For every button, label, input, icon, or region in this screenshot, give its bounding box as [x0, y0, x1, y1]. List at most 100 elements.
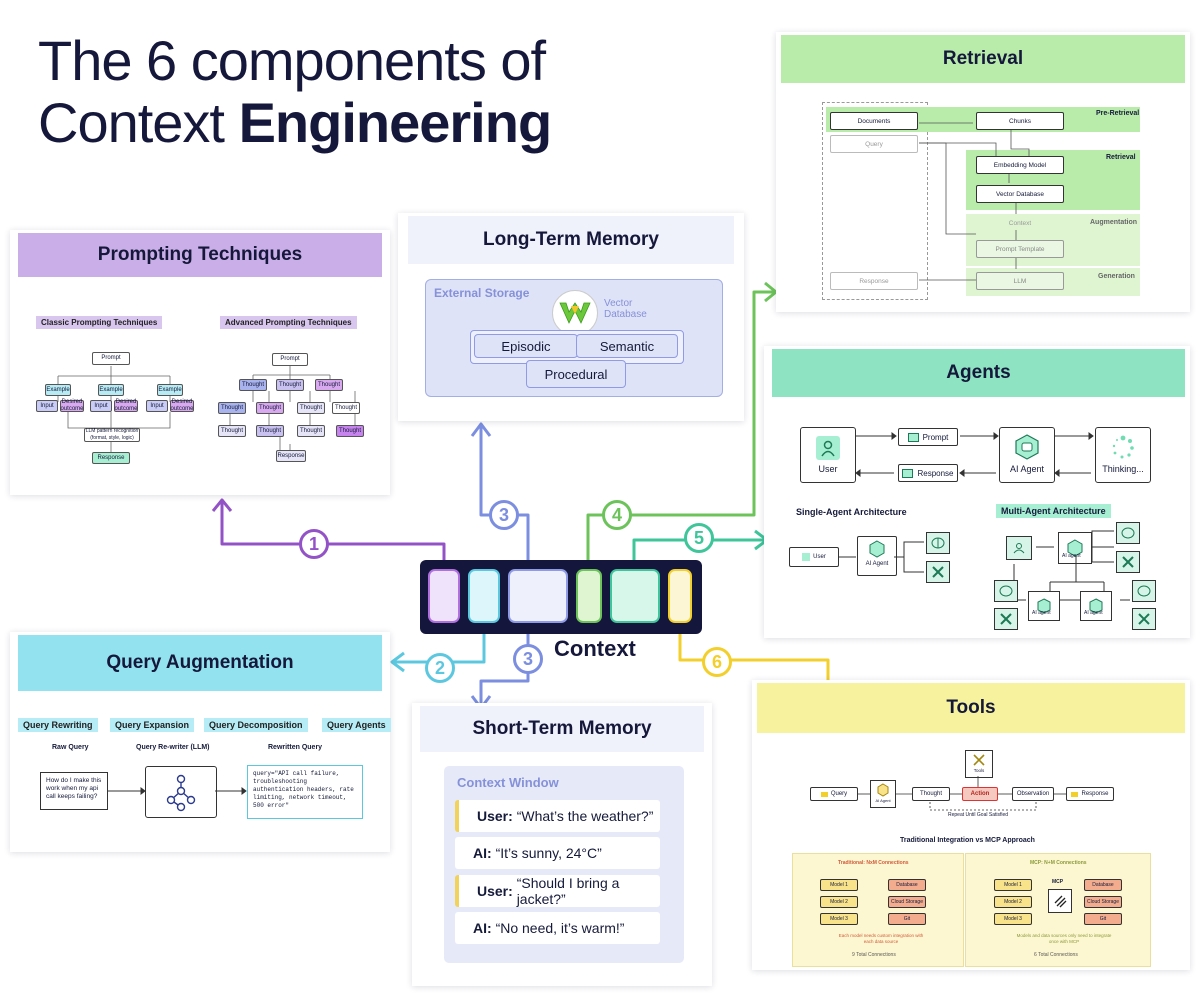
context-node: Context [976, 216, 1064, 231]
retrieval-header: Retrieval [781, 35, 1185, 83]
action-node: Action [962, 787, 998, 801]
mcp-git: Git [1084, 913, 1122, 925]
rewriter-box [145, 766, 217, 818]
classic-label: Classic Prompting Techniques [36, 316, 163, 329]
chat-message-2: AI: “It’s sunny, 24°C” [455, 837, 660, 869]
classic-output-1: Desired outcome [60, 399, 84, 412]
classic-input-2: Input [90, 400, 112, 412]
tools-agent-label: AI Agent [875, 798, 891, 803]
chat-text-2: “It’s sunny, 24°C” [495, 845, 602, 861]
chat-message-3: User: “Should I bring a jacket?” [455, 875, 660, 907]
repeat-label: Repeat Until Goal Satisfied [948, 812, 1009, 818]
title-line-1: The 6 components of [38, 29, 546, 92]
user-icon [816, 436, 840, 460]
prompt-template-label: Prompt Template [995, 245, 1045, 253]
chat-text-1: “What’s the weather?” [516, 808, 654, 824]
compare-title: Traditional Integration vs MCP Approach [900, 837, 1035, 844]
agents-prompt-node: Prompt [898, 428, 958, 446]
multi-brain-icon-1 [1116, 522, 1140, 544]
thought-4: Thought [218, 402, 246, 414]
response-node: Response [830, 272, 918, 290]
classic-output-2: Desired outcome [114, 399, 138, 412]
tag-query-rewriting: Query Rewriting [18, 718, 98, 732]
multi-brain-icon-2 [994, 580, 1018, 602]
tools-box-label: Tools [973, 768, 985, 773]
classic-llm-node: LLM pattern recognition (format, style, … [84, 428, 140, 442]
context-label: Context [552, 636, 638, 662]
single-agent-label: AI Agent [865, 561, 889, 567]
tools-header: Tools [757, 683, 1185, 733]
episodic-memory: Episodic [474, 334, 578, 358]
multi-agent-top-label: AI agent [1062, 553, 1081, 559]
multi-agent-title: Multi-Agent Architecture [996, 504, 1111, 518]
badge-2: 2 [425, 653, 455, 683]
chunks-label: Chunks [1008, 117, 1032, 125]
query-aug-card: Query Augmentation Query Rewriting Query… [10, 632, 391, 852]
title-word-regular: Context [38, 91, 225, 154]
vector-db-node: Vector Database [976, 185, 1064, 203]
trad-note: Each model needs custom integration with… [838, 933, 924, 944]
external-storage-label: External Storage [434, 286, 530, 300]
context-slot-agents [610, 569, 660, 623]
traditional-title: Traditional: NxM Connections [838, 860, 909, 866]
multi-tools-icon-2 [994, 608, 1018, 630]
long-term-header: Long-Term Memory [408, 216, 734, 264]
thought-7: Thought [332, 402, 360, 414]
message-icon [902, 468, 914, 478]
raw-query-box: How do I make this work when my api call… [40, 772, 108, 810]
trad-total: 9 Total Connections [852, 952, 896, 958]
multi-agent-left-icon [1028, 591, 1060, 621]
query-icon [820, 791, 828, 797]
agents-header: Agents [772, 349, 1185, 397]
agents-card: Agents User Prompt Response AI Agent Th [764, 346, 1190, 638]
stage-generation: Generation [1098, 273, 1135, 280]
documents-node: Documents [830, 112, 918, 130]
tag-query-decomposition: Query Decomposition [204, 718, 308, 732]
trad-database: Database [888, 879, 926, 891]
multi-tools-icon-1 [1116, 551, 1140, 573]
query-node: Query [830, 135, 918, 153]
classic-example-3: Example [157, 384, 183, 396]
tag-query-agents: Query Agents [322, 718, 391, 732]
tools-icon [926, 561, 950, 583]
tag-query-expansion: Query Expansion [110, 718, 195, 732]
agents-lines [839, 432, 1130, 601]
multi-agent-left-label: AI agent [1032, 610, 1051, 616]
prompt-template-node: Prompt Template [976, 240, 1064, 258]
badge-6: 6 [702, 647, 732, 677]
arrow-tools [678, 623, 830, 690]
thought-9: Thought [256, 425, 284, 437]
prompting-lines [57, 366, 356, 452]
chat-message-4: AI: “No need, it’s warm!” [455, 912, 660, 944]
vector-db-node-label: Vector Database [995, 190, 1045, 198]
short-term-header: Short-Term Memory [420, 706, 704, 752]
trad-model-3: Model 3 [820, 913, 858, 925]
mcp-cloud: Cloud Storage [1084, 896, 1122, 908]
thought-1: Thought [239, 379, 267, 391]
external-storage-box: External Storage Vector Database Episodi… [425, 279, 723, 397]
embedding-label: Embedding Model [993, 161, 1047, 169]
arrow-long-term-head [470, 422, 492, 437]
title-word-bold: Engineering [238, 91, 553, 154]
mcp-title: MCP: N+M Connections [1030, 860, 1087, 866]
rewritten-query-box: query="API call failure, troubleshooting… [247, 765, 363, 819]
retrieval-card: Retrieval Pre-Retrieval Retrieval Augmen… [776, 32, 1190, 312]
tools-agent-icon [876, 783, 890, 797]
arrow-prompting-head [211, 498, 233, 512]
mcp-label: MCP [1052, 879, 1064, 885]
loading-spinner-icon [1111, 434, 1135, 460]
badge-5: 5 [684, 523, 714, 553]
chat-role-3: User: [477, 883, 513, 899]
badge-4: 4 [602, 500, 632, 530]
tools-query-node: Query [810, 787, 858, 801]
tools-response-label: Response [1081, 790, 1109, 797]
llm-node: LLM [976, 272, 1064, 290]
chat-role-4: AI: [473, 920, 492, 936]
small-user-icon [802, 553, 811, 561]
tools-box: Tools [965, 750, 993, 778]
single-agent-node: AI Agent [857, 536, 897, 576]
classic-output-3: Desired outcome [170, 399, 194, 412]
classic-input-3: Input [146, 400, 168, 412]
classic-example-1: Example [45, 384, 71, 396]
classic-prompt-node: Prompt [92, 352, 130, 365]
